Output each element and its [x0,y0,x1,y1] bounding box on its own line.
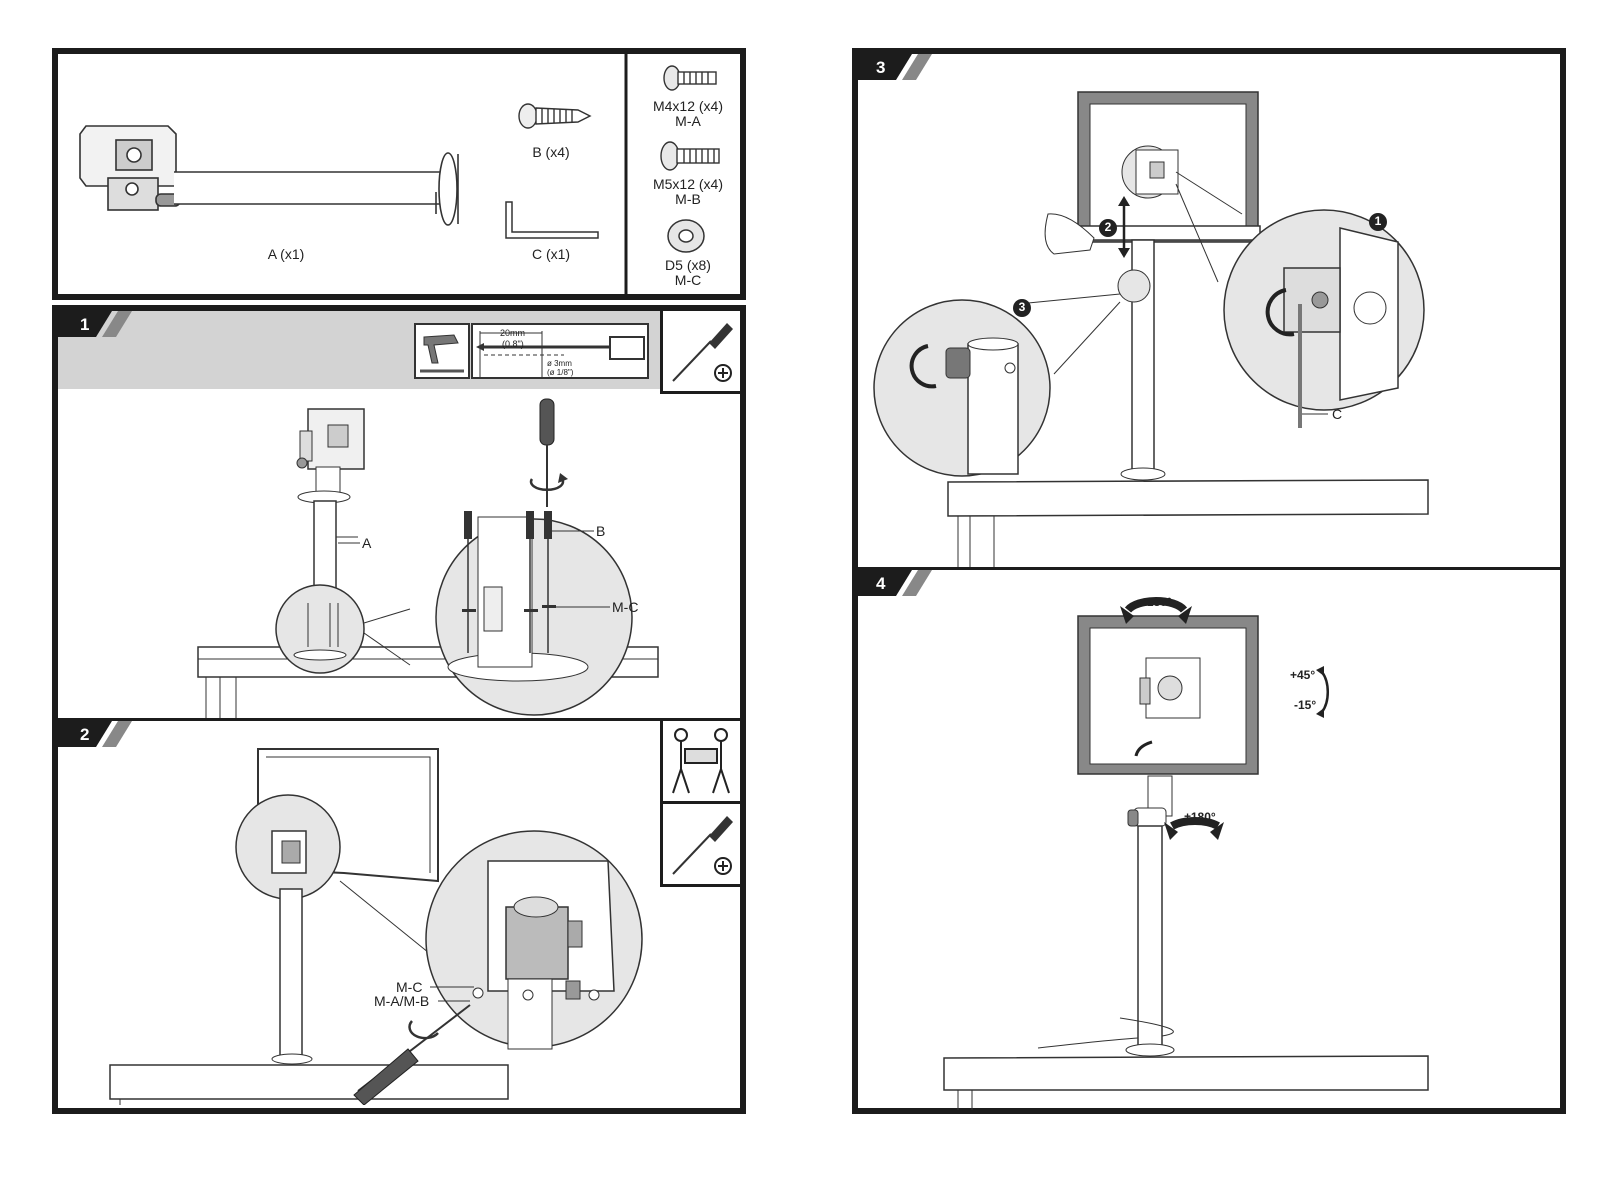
step2-illustration [58,721,740,1105]
parts-illustration [58,54,740,294]
drill-detail [414,323,654,385]
tilt-up-label: +45° [1290,668,1315,682]
hex-key-part [506,202,598,238]
drill-diameter-inch-label: (ø 1/8") [547,368,573,377]
step3-illustration [858,54,1560,574]
step4-illustration [858,570,1560,1110]
screw-m5-code: M-B [675,191,701,207]
washer-part [668,220,704,252]
wood-screw-label: B (x4) [532,144,569,160]
step4-panel: 4 ±180° ±180° +45° -15° [852,567,1566,1114]
step1-illustration [58,397,740,727]
callout-wood-screw: B [596,523,605,539]
step2-panel: 2 [52,718,746,1114]
arm-label: A (x1) [268,246,305,262]
marker-1: 1 [1375,214,1382,228]
washer-label: D5 (x8) [665,257,711,273]
marker-2: 2 [1105,220,1112,234]
screw-m4-code: M-A [675,113,701,129]
callout-arm: A [362,535,371,551]
screwdriver-icon [673,341,711,381]
arm-part [80,126,458,225]
tilt-down-label: -15° [1294,698,1316,712]
screw-m4-label: M4x12 (x4) [653,98,723,114]
rotate-top-label: ±180° [1140,595,1171,609]
callout-machine-screws: M-A/M-B [374,993,429,1009]
parts-panel: A (x1) B (x4) C (x1) M4x12 (x4) M-A M5x1… [52,48,746,300]
drill-depth-label: 20mm [500,328,525,338]
drill-depth-inch-label: (0.8") [502,339,524,349]
wood-screw-part [519,104,590,128]
hex-key-label: C (x1) [532,246,570,262]
callout-washer: M-C [612,599,638,615]
machine-screw-m4 [664,66,716,90]
washer-code: M-C [675,272,701,288]
step1-number: 1 [80,315,89,335]
step3-panel: 3 [852,48,1566,574]
screw-m5-label: M5x12 (x4) [653,176,723,192]
step1-panel: 1 20mm (0.8") ø 3mm (ø 1/8") [52,305,746,725]
machine-screw-m5 [661,142,719,170]
rotate-pole-label: ±180° [1184,810,1215,824]
callout-hex-key: C [1332,406,1342,422]
drill-diameter-label: ø 3mm [547,359,572,368]
marker-3: 3 [1019,300,1026,314]
tool-box-screwdriver [660,308,743,394]
